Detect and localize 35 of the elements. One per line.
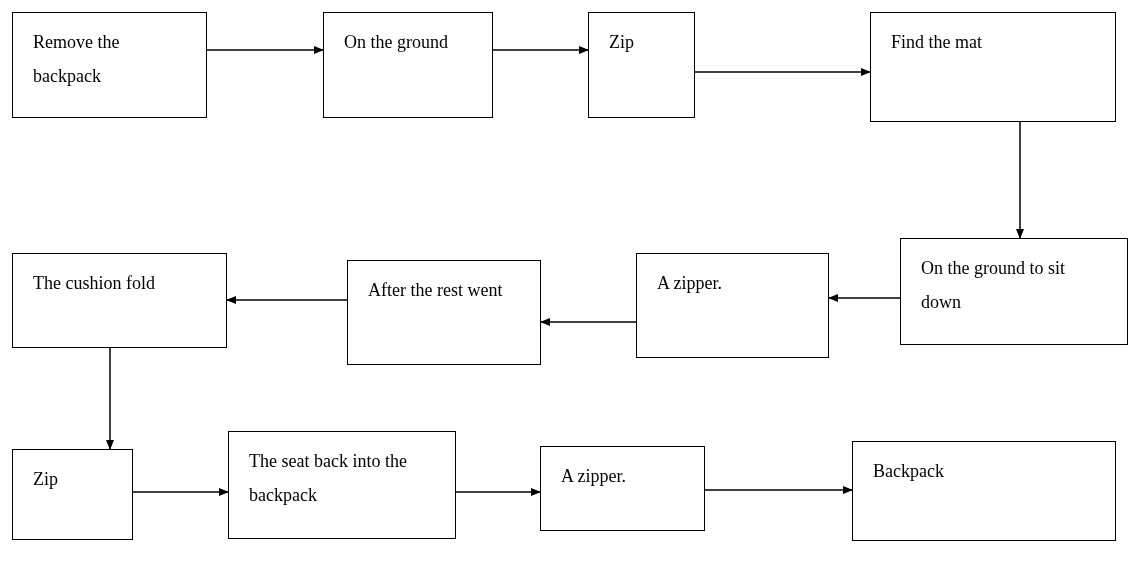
- process-box: [347, 260, 541, 365]
- arrow: [694, 68, 871, 76]
- box-text: Find the mat: [891, 31, 983, 54]
- box-text: The cushion fold: [33, 272, 156, 295]
- arrow: [206, 46, 324, 54]
- box-text: Zip: [609, 31, 635, 54]
- box-text: On the ground to sit down: [921, 257, 1066, 314]
- arrow: [455, 488, 541, 496]
- process-box: [12, 449, 133, 540]
- arrow: [828, 294, 901, 302]
- box-text: A zipper.: [657, 272, 723, 295]
- process-box: [900, 238, 1128, 345]
- process-box: [870, 12, 1116, 122]
- box-text: Backpack: [873, 460, 945, 483]
- arrow: [226, 296, 348, 304]
- box-text: A zipper.: [561, 465, 627, 488]
- arrow: [106, 347, 114, 450]
- process-box: [588, 12, 695, 118]
- box-text: On the ground: [344, 31, 449, 54]
- process-box: [636, 253, 829, 358]
- process-box: [228, 431, 456, 539]
- arrow: [492, 46, 589, 54]
- box-text: The seat back into the backpack: [249, 450, 408, 507]
- process-box: [12, 12, 207, 118]
- process-box: [852, 441, 1116, 541]
- process-box: [12, 253, 227, 348]
- process-box: [540, 446, 705, 531]
- arrow: [1016, 121, 1024, 239]
- arrow: [540, 318, 637, 326]
- box-text: After the rest went: [368, 279, 504, 302]
- arrow: [704, 486, 853, 494]
- process-box: [323, 12, 493, 118]
- arrow: [132, 488, 229, 496]
- box-text: Zip: [33, 468, 59, 491]
- box-text: Remove the backpack: [33, 31, 121, 88]
